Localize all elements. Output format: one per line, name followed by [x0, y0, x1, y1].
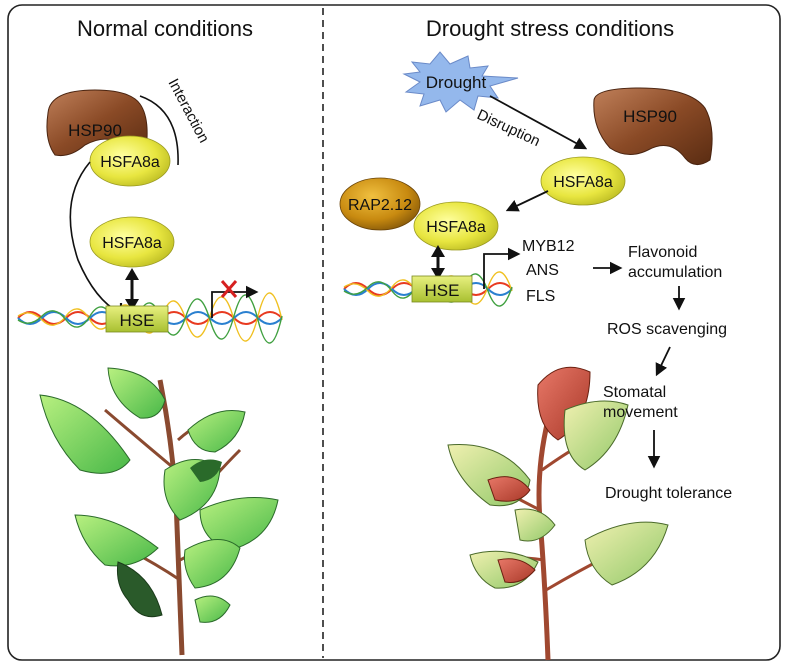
binding-double-arrow-right	[431, 245, 445, 280]
hse-element-right: HSE	[411, 275, 473, 303]
hsfa8a-released-label: HSFA8a	[553, 174, 613, 191]
gene-ans: ANS	[526, 262, 559, 279]
repression-line	[69, 161, 121, 314]
drought-label: Drought	[426, 73, 487, 92]
target-gene-list: MYB12 ANS FLS	[522, 238, 575, 305]
stomatal-label-line1: Stomatal	[603, 384, 666, 401]
drought-conditions-title: Drought stress conditions	[426, 16, 674, 41]
hsp90-label-left: HSP90	[68, 121, 122, 140]
transcription-arrow-left	[211, 285, 259, 318]
relocation-arrow	[505, 190, 549, 212]
gene-fls: FLS	[526, 288, 555, 305]
healthy-plant-illustration	[39, 367, 279, 656]
hse-element-left: HSE	[105, 305, 169, 333]
hse-label-right: HSE	[425, 281, 460, 300]
transcription-arrow-right	[483, 247, 521, 289]
hsp90-label-right: HSP90	[623, 107, 677, 126]
rap212-protein: RAP2.12	[339, 177, 421, 231]
drought-conditions-panel: Drought stress conditions Drought Disrup…	[339, 16, 732, 661]
ros-to-stomatal-arrow	[655, 346, 671, 377]
interaction-arc	[139, 95, 179, 166]
flavonoid-label-line2: accumulation	[628, 264, 722, 281]
stomatal-label-line2: movement	[603, 404, 678, 421]
gene-myb12: MYB12	[522, 238, 575, 255]
blocked-x-icon	[220, 280, 238, 298]
drought-stressed-plant-illustration	[447, 366, 669, 661]
tolerance-label: Drought tolerance	[605, 485, 732, 502]
hsfa8a-free-left: HSFA8a	[89, 216, 175, 268]
hsfa8a-bound-right: HSFA8a	[413, 201, 499, 251]
rap212-label: RAP2.12	[348, 197, 412, 214]
hsfa8a-bound-left: HSFA8a	[89, 135, 171, 187]
binding-double-arrow-left	[125, 268, 139, 311]
hsfa8a-free-label-left: HSFA8a	[102, 235, 162, 252]
hsfa8a-bound-label-left: HSFA8a	[100, 154, 160, 171]
flavonoid-label-line1: Flavonoid	[628, 244, 697, 261]
hsfa8a-released-right: HSFA8a	[540, 156, 626, 206]
normal-conditions-title: Normal conditions	[77, 16, 253, 41]
ros-label: ROS scavenging	[607, 321, 727, 338]
hsfa8a-bound-label-right: HSFA8a	[426, 219, 486, 236]
drought-burst-icon: Drought	[402, 51, 519, 113]
hsp90-protein-right: HSP90	[593, 87, 713, 165]
hse-label-left: HSE	[120, 311, 155, 330]
disruption-arrow	[489, 95, 588, 150]
